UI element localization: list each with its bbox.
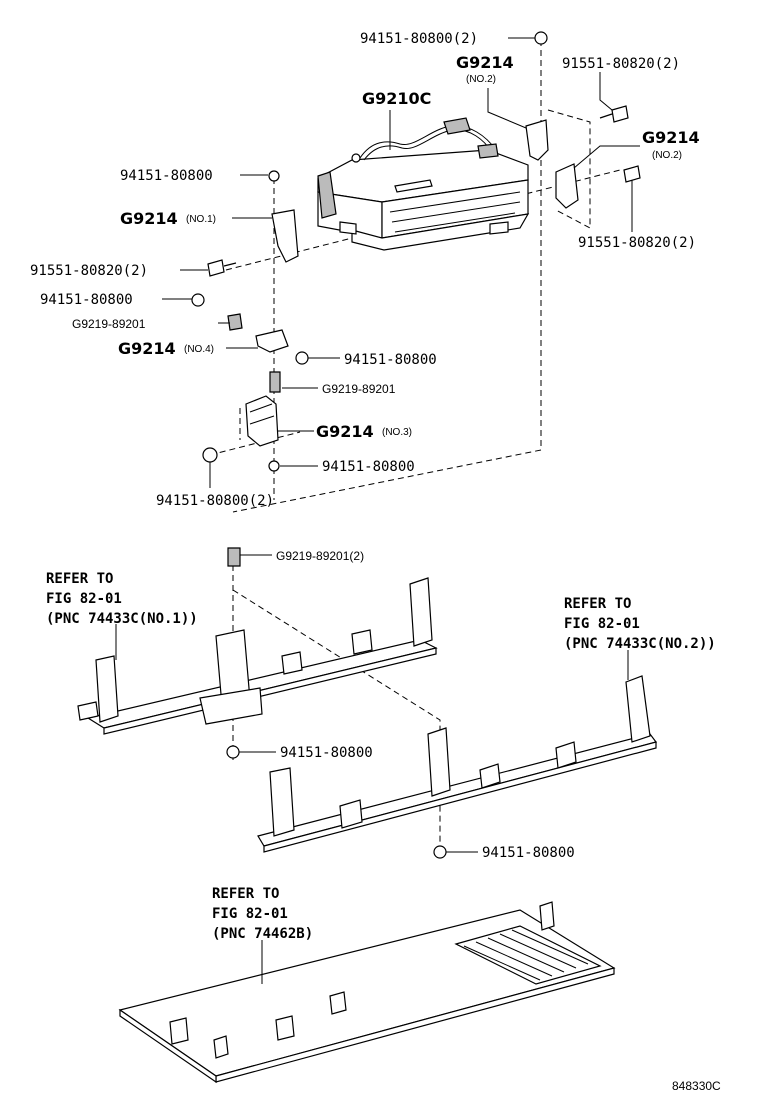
ref-bottom-line-1: REFER TO	[212, 886, 279, 902]
label-bolt-right: 91551-80820(2)	[578, 235, 696, 251]
label-g9210c: G9210C	[362, 89, 431, 108]
label-nut-bottom-2: 94151-80800(2)	[156, 493, 274, 509]
upper-brackets	[191, 31, 641, 567]
diagram-code: 848330C	[672, 1079, 721, 1093]
bracket-no4	[255, 329, 289, 353]
bracket-no2-top	[525, 119, 549, 161]
label-g9214-no4-note: (NO.4)	[184, 344, 214, 355]
label-stud-lower-2: G9219-89201(2)	[276, 549, 364, 563]
ref-right-line-2: FIG 82-01	[564, 616, 640, 632]
ref-left-line-1: REFER TO	[46, 571, 113, 587]
ref-bottom-line-3: (PNC 74462B)	[212, 926, 313, 942]
nut-top	[534, 31, 548, 45]
label-g9214-no2-right: G9214	[642, 128, 700, 147]
label-g9214-no1-note: (NO.1)	[186, 214, 216, 225]
label-nut-mid-right: 94151-80800	[344, 352, 437, 368]
label-stud-left: G9219-89201	[72, 317, 146, 331]
label-nut-frame-right: 94151-80800	[482, 845, 575, 861]
nut-left-1	[268, 170, 280, 182]
frame-left	[77, 577, 438, 735]
callout-labels: 94151-80800(2) G9214 (NO.2) 91551-80820(…	[30, 31, 700, 861]
nut-frame-left	[226, 745, 240, 759]
label-nut-left-1: 94151-80800	[120, 168, 213, 184]
bolt-left	[207, 259, 237, 277]
ref-right-line-1: REFER TO	[564, 596, 631, 612]
ref-note-bottom: REFER TO FIG 82-01 (PNC 74462B)	[212, 886, 313, 942]
label-bolt-left: 91551-80820(2)	[30, 263, 148, 279]
stud-lower	[227, 547, 241, 567]
label-g9214-no2-top: G9214	[456, 53, 514, 72]
nut-left-2	[191, 293, 205, 307]
frame-right	[257, 675, 658, 853]
ref-note-right: REFER TO FIG 82-01 (PNC 74433C(NO.2))	[564, 596, 716, 652]
bolt-right	[623, 165, 641, 183]
nut-mid-right	[295, 351, 309, 365]
ref-left-line-2: FIG 82-01	[46, 591, 122, 607]
ref-note-left: REFER TO FIG 82-01 (PNC 74433C(NO.1))	[46, 571, 198, 627]
bracket-no3	[245, 395, 279, 447]
bracket-no2-right	[555, 163, 579, 209]
ref-bottom-line-2: FIG 82-01	[212, 906, 288, 922]
label-g9214-no1: G9214	[120, 209, 178, 228]
label-stud-mid: G9219-89201	[322, 382, 396, 396]
stud-mid	[269, 371, 281, 393]
ref-left-line-3: (PNC 74433C(NO.1))	[46, 611, 198, 627]
nut-bottom	[202, 447, 218, 463]
stud-left	[227, 313, 243, 331]
label-nut-mid-low: 94151-80800	[322, 459, 415, 475]
label-g9214-no3: G9214	[316, 422, 374, 441]
tray	[118, 901, 616, 1084]
leader-lines	[115, 37, 640, 984]
bracket-no1	[271, 209, 299, 263]
nut-frame-right	[433, 845, 447, 859]
label-nut-frame-left: 94151-80800	[280, 745, 373, 761]
ref-right-line-3: (PNC 74433C(NO.2))	[564, 636, 716, 652]
bolt-top-right	[599, 105, 629, 123]
label-nut-left-2: 94151-80800	[40, 292, 133, 308]
label-bolt-top-right: 91551-80820(2)	[562, 56, 680, 72]
nut-mid-low	[268, 460, 280, 472]
label-g9214-no2-right-note: (NO.2)	[652, 150, 682, 161]
ecu-assembly	[317, 117, 530, 251]
label-g9214-no4: G9214	[118, 339, 176, 358]
label-g9214-no3-note: (NO.3)	[382, 427, 412, 438]
label-nut-top-2: 94151-80800(2)	[360, 31, 478, 47]
label-g9214-no2-top-note: (NO.2)	[466, 74, 496, 85]
